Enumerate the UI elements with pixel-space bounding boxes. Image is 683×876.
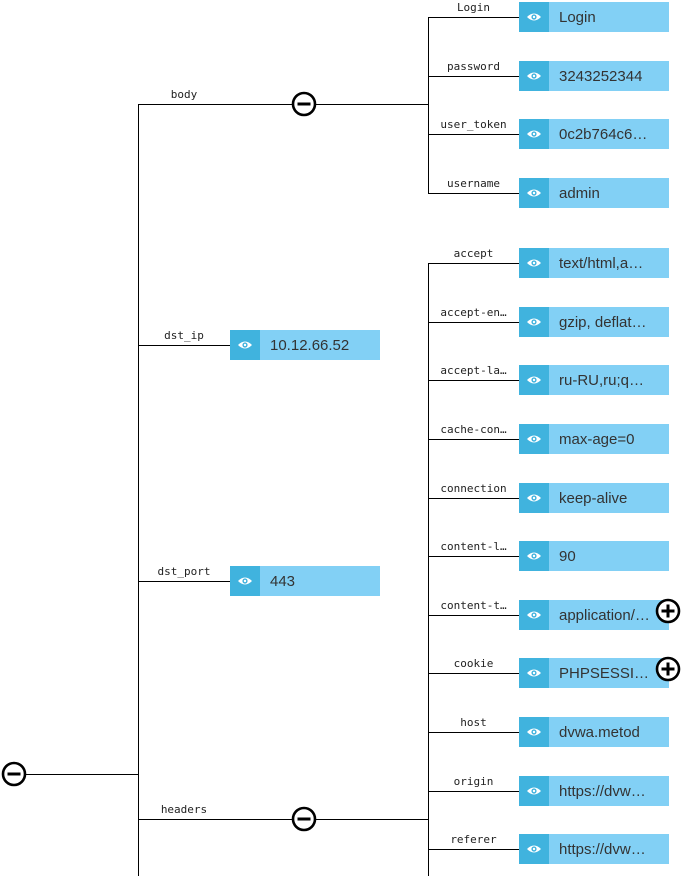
key-label-connection: connection [440, 482, 507, 495]
eye-icon[interactable] [519, 2, 549, 32]
header-child-connector [428, 263, 519, 264]
header-child-connector [428, 322, 519, 323]
body-spine [428, 17, 429, 194]
key-label-host: host [460, 716, 487, 729]
eye-icon[interactable] [519, 365, 549, 395]
header-child-connector [428, 732, 519, 733]
value-box-content-t: application/… [519, 600, 669, 630]
eye-icon[interactable] [519, 717, 549, 747]
value-box-dst-ip: 10.12.66.52 [230, 330, 380, 360]
key-label-referer: referer [450, 833, 497, 846]
eye-icon[interactable] [519, 600, 549, 630]
key-label-dst-port: dst_port [157, 565, 211, 578]
eye-icon[interactable] [519, 658, 549, 688]
key-label-login: Login [456, 1, 491, 14]
root-connector [14, 774, 138, 775]
value-box-user-token: 0c2b764c6… [519, 119, 669, 149]
value-box-connection: keep-alive [519, 483, 669, 513]
header-child-connector [428, 673, 519, 674]
minus-circle-icon[interactable] [0, 760, 28, 788]
eye-icon[interactable] [519, 424, 549, 454]
value-box-cookie: PHPSESSI… [519, 658, 669, 688]
key-label-accept-en: accept-en… [440, 306, 507, 319]
minus-circle-icon[interactable] [290, 90, 318, 118]
key-label-cookie: cookie [453, 657, 494, 670]
key-label-content-t: content-t… [440, 599, 507, 612]
value-box-content-l: 90 [519, 541, 669, 571]
headers-connector [138, 819, 428, 820]
dst-port-connector [138, 581, 230, 582]
key-label-content-l: content-l… [440, 540, 507, 553]
key-label-dst-ip: dst_ip [164, 329, 204, 342]
key-label-accept: accept [453, 247, 494, 260]
eye-icon[interactable] [519, 776, 549, 806]
level1-spine [138, 104, 139, 876]
value-text: text/html,a… [559, 255, 644, 272]
body-child-connector [428, 134, 519, 135]
eye-icon[interactable] [230, 566, 260, 596]
key-label-username: username [447, 177, 500, 190]
key-label-password: password [447, 60, 500, 73]
eye-icon[interactable] [519, 119, 549, 149]
value-box-origin: https://dvw… [519, 776, 669, 806]
value-text: keep-alive [559, 490, 628, 507]
plus-circle-icon[interactable] [654, 597, 682, 625]
value-text: 0c2b764c6… [559, 126, 648, 143]
value-text: max-age=0 [559, 431, 635, 448]
value-text: admin [559, 185, 600, 202]
header-child-connector [428, 556, 519, 557]
eye-icon[interactable] [519, 541, 549, 571]
key-label-origin: origin [453, 775, 494, 788]
value-text: 3243252344 [559, 68, 643, 85]
eye-icon[interactable] [519, 307, 549, 337]
value-text: dvwa.metod [559, 724, 640, 741]
value-box-accept-en: gzip, deflat… [519, 307, 669, 337]
key-label-headers: headers [160, 803, 208, 816]
value-box-username: admin [519, 178, 669, 208]
value-text: Login [559, 9, 596, 26]
header-child-connector [428, 380, 519, 381]
header-child-connector [428, 439, 519, 440]
key-label-cache-con: cache-con… [440, 423, 507, 436]
eye-icon[interactable] [519, 483, 549, 513]
value-text: application/… [559, 607, 650, 624]
body-connector [138, 104, 428, 105]
value-text: https://dvw… [559, 841, 646, 858]
header-child-connector [428, 498, 519, 499]
header-child-connector [428, 849, 519, 850]
eye-icon[interactable] [230, 330, 260, 360]
headers-spine [428, 263, 429, 876]
value-box-host: dvwa.metod [519, 717, 669, 747]
dst-ip-connector [138, 345, 230, 346]
value-box-accept: text/html,a… [519, 248, 669, 278]
value-text: 10.12.66.52 [270, 337, 350, 354]
value-box-cache-con: max-age=0 [519, 424, 669, 454]
value-text: 90 [559, 548, 576, 565]
body-child-connector [428, 17, 519, 18]
value-text: 443 [270, 573, 296, 590]
minus-circle-icon[interactable] [290, 805, 318, 833]
body-child-connector [428, 193, 519, 194]
eye-icon[interactable] [519, 834, 549, 864]
key-label-user-token: user_token [440, 118, 507, 131]
header-child-connector [428, 791, 519, 792]
value-box-password: 3243252344 [519, 61, 669, 91]
value-text: PHPSESSI… [559, 665, 650, 682]
body-child-connector [428, 76, 519, 77]
value-box-referer: https://dvw… [519, 834, 669, 864]
eye-icon[interactable] [519, 178, 549, 208]
value-box-dst-port: 443 [230, 566, 380, 596]
key-label-accept-la: accept-la… [440, 364, 507, 377]
value-text: https://dvw… [559, 783, 646, 800]
plus-circle-icon[interactable] [654, 655, 682, 683]
value-box-accept-la: ru-RU,ru;q… [519, 365, 669, 395]
eye-icon[interactable] [519, 248, 549, 278]
value-box-login: Login [519, 2, 669, 32]
eye-icon[interactable] [519, 61, 549, 91]
key-label-body: body [170, 88, 198, 101]
value-text: gzip, deflat… [559, 314, 647, 331]
value-text: ru-RU,ru;q… [559, 372, 645, 389]
header-child-connector [428, 615, 519, 616]
